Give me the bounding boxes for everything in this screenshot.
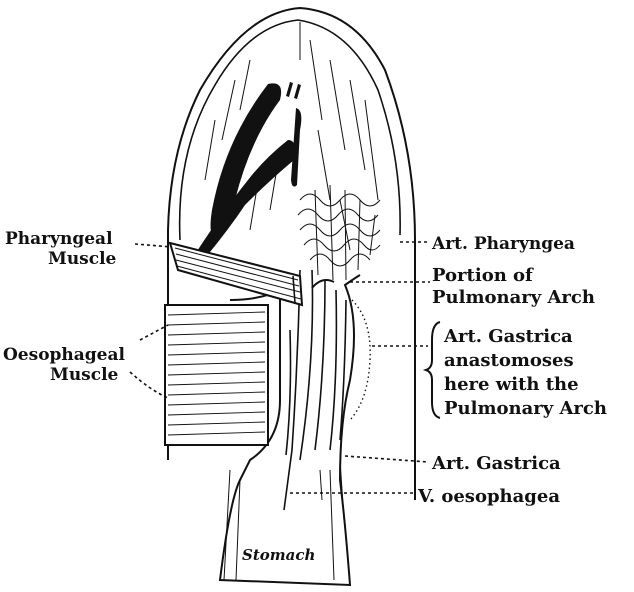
- label-art-gastrica-anastomoses-line3: here with the: [444, 374, 579, 395]
- label-pharyngeal-muscle-line2: Muscle: [48, 249, 117, 269]
- leader-oesophageal-muscle-lower: [130, 372, 168, 398]
- label-stomach: Stomach: [242, 546, 315, 564]
- label-art-gastrica-anastomoses-line2: anastomoses: [444, 350, 574, 371]
- label-art-pharyngea: Art. Pharyngea: [431, 234, 575, 254]
- label-art-gastrica-anastomoses-line4: Pulmonary Arch: [444, 398, 607, 419]
- pulmonary-arch-hook: [312, 280, 334, 288]
- label-art-gastrica-anastomoses-line1: Art. Gastrica: [443, 326, 573, 347]
- capillary-network: [298, 185, 380, 280]
- label-oesophageal-muscle-line1: Oesophageal: [3, 345, 126, 365]
- label-art-gastrica: Art. Gastrica: [431, 453, 561, 474]
- gastric-vessels: [284, 270, 346, 510]
- label-pharyngeal-muscle-line1: Pharyngeal: [5, 229, 113, 249]
- label-portion-pulmonary-arch-line1: Portion of: [432, 265, 534, 286]
- anastomoses-brace: [426, 322, 440, 418]
- leader-oesophageal-muscle-upper: [140, 325, 168, 340]
- label-portion-pulmonary-arch-line2: Pulmonary Arch: [432, 287, 595, 308]
- gill-mark-a: [286, 82, 293, 97]
- leader-pharyngeal-muscle: [135, 244, 172, 247]
- label-oesophageal-muscle-line2: Muscle: [50, 365, 119, 385]
- gill-mark-b: [294, 84, 301, 99]
- label-v-oesophagea: V. oesophagea: [417, 486, 560, 507]
